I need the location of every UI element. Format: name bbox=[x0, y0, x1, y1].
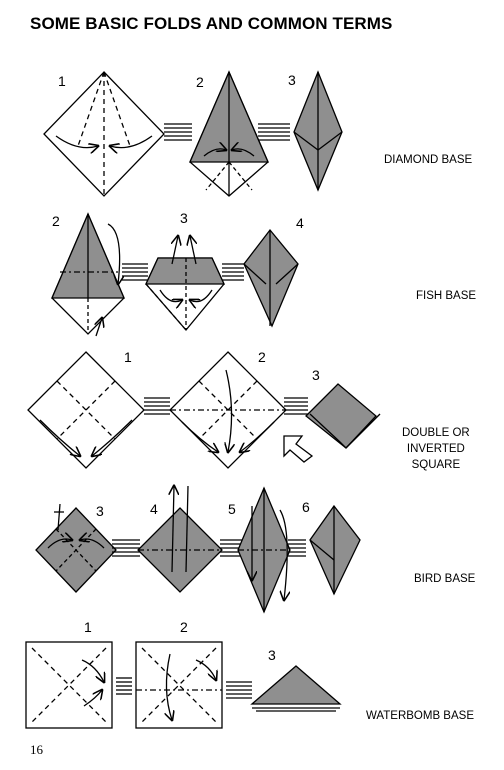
fish-step-3-number: 3 bbox=[180, 210, 188, 226]
square-connector-2 bbox=[284, 397, 308, 415]
double-inverted-square-label: DOUBLE OR INVERTED SQUARE bbox=[402, 427, 470, 471]
waterbomb-step-2-square bbox=[135, 641, 223, 729]
page-number: 16 bbox=[30, 742, 43, 757]
diamond-connector-1 bbox=[164, 123, 192, 141]
fish-base-label: FISH BASE bbox=[416, 290, 477, 302]
diamond-connector-2 bbox=[258, 123, 290, 141]
fish-step-2-shape bbox=[51, 212, 125, 337]
diamond-step-1-number: 1 bbox=[58, 73, 66, 89]
fish-step-4-number: 4 bbox=[296, 215, 304, 231]
bird-connector-3 bbox=[288, 539, 306, 557]
bird-step-6-number: 6 bbox=[302, 499, 310, 515]
square-step-3-result bbox=[305, 383, 381, 449]
bird-base-label: BIRD BASE bbox=[414, 573, 476, 585]
waterbomb-step-3-number: 3 bbox=[268, 647, 276, 663]
bird-step-5-shape bbox=[237, 486, 291, 614]
square-step-1-paper bbox=[27, 351, 145, 469]
square-step-1-number: 1 bbox=[124, 349, 132, 365]
bird-step-3-square bbox=[35, 503, 117, 593]
fish-step-2-number: 2 bbox=[52, 213, 60, 229]
waterbomb-step-1-number: 1 bbox=[84, 619, 92, 635]
square-step-2-number: 2 bbox=[258, 349, 266, 365]
square-step-2-paper bbox=[169, 351, 287, 469]
page-title: SOME BASIC FOLDS AND COMMON TERMS bbox=[30, 14, 393, 33]
push-arrow-icon bbox=[283, 435, 314, 463]
waterbomb-step-3-result bbox=[250, 665, 342, 712]
bird-connector-1 bbox=[112, 539, 140, 557]
diamond-step-2-number: 2 bbox=[196, 74, 204, 90]
waterbomb-connector-2 bbox=[226, 681, 252, 699]
fish-connector-2 bbox=[222, 263, 244, 281]
bird-step-4-number: 4 bbox=[150, 501, 158, 517]
fish-step-4-result bbox=[243, 228, 299, 328]
fish-connector-1 bbox=[122, 263, 148, 281]
fish-step-3-shape bbox=[144, 236, 226, 332]
square-connector-1 bbox=[144, 397, 170, 415]
waterbomb-step-1-square bbox=[25, 641, 113, 729]
diamond-step-3-result bbox=[293, 70, 343, 192]
diamond-step-1-square bbox=[43, 71, 165, 197]
square-step-3-number: 3 bbox=[312, 367, 320, 383]
bird-step-6-result bbox=[309, 504, 361, 596]
bird-step-4-square bbox=[137, 486, 223, 593]
waterbomb-base-label: WATERBOMB BASE bbox=[366, 710, 474, 722]
waterbomb-connector-1 bbox=[116, 677, 132, 695]
bird-step-3-number: 3 bbox=[96, 503, 104, 519]
bird-step-5-number: 5 bbox=[228, 501, 236, 517]
diamond-step-3-number: 3 bbox=[288, 72, 296, 88]
diamond-base-label: DIAMOND BASE bbox=[384, 154, 473, 166]
diamond-step-2-kite bbox=[189, 70, 269, 197]
waterbomb-step-2-number: 2 bbox=[180, 619, 188, 635]
